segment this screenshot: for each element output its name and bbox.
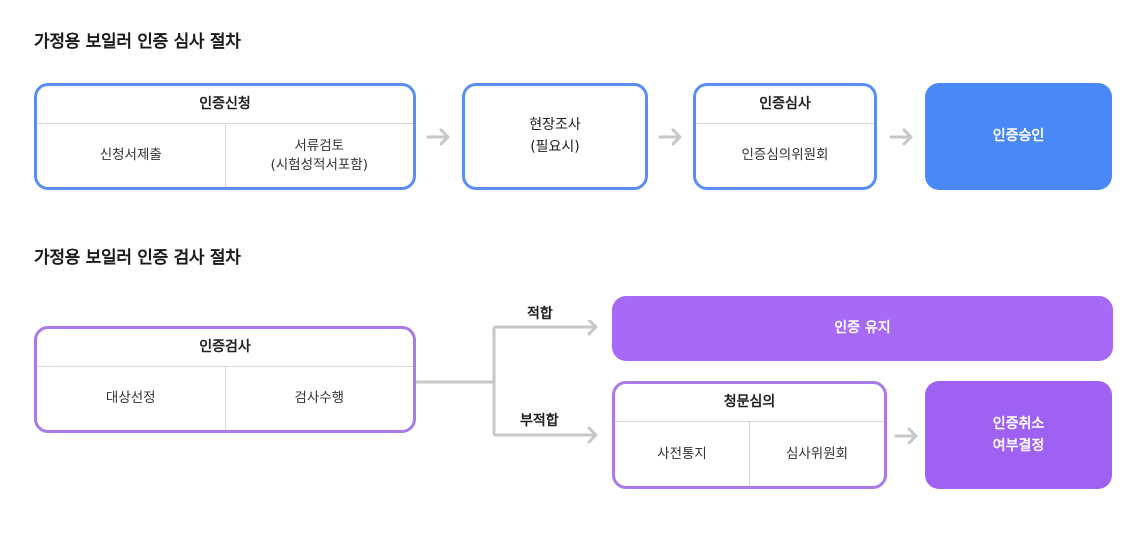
prior-notice-step: 사전통지 bbox=[657, 445, 707, 462]
branch-fail-label: 부적합 bbox=[520, 413, 559, 429]
target-selection-step: 대상선정 bbox=[105, 390, 156, 407]
document-review-step: 서류검토 (시험성적서포함) bbox=[224, 124, 414, 187]
arrow-right-icon bbox=[889, 128, 913, 146]
cancel-decision-box: 인증취소 여부결정 bbox=[925, 381, 1112, 489]
arrow-right-icon bbox=[658, 128, 682, 146]
branch-pass-label: 적합 bbox=[527, 306, 553, 322]
maintain-box: 인증 유지 bbox=[612, 296, 1113, 361]
inspection-box-title: 인증검사 bbox=[37, 329, 413, 367]
branch-connector bbox=[416, 320, 598, 444]
hearing-title: 청문심의 bbox=[615, 384, 884, 422]
arrow-right-icon bbox=[894, 427, 918, 445]
inspection-box: 인증검사 대상선정 검사수행 bbox=[34, 326, 416, 433]
hearing-box: 청문심의 사전통지 심사위원회 bbox=[612, 381, 887, 489]
submit-application-step: 신청서제출 bbox=[99, 147, 162, 164]
site-survey-label: 현장조사 (필요시) bbox=[529, 116, 581, 155]
review-box: 인증심사 인증심의위원회 bbox=[693, 83, 877, 190]
review-title: 인증심사 bbox=[696, 86, 874, 124]
approval-box: 인증승인 bbox=[925, 83, 1112, 190]
perform-inspection-step: 검사수행 bbox=[224, 367, 414, 430]
review-committee-step: 인증심의위원회 bbox=[741, 147, 829, 164]
committee-step: 심사위원회 bbox=[749, 422, 884, 486]
site-survey-box: 현장조사 (필요시) bbox=[462, 83, 648, 190]
application-title: 인증신청 bbox=[37, 86, 413, 124]
application-box: 인증신청 신청서제출 서류검토 (시험성적서포함) bbox=[34, 83, 416, 190]
certification-title: 가정용 보일러 인증 심사 절차 bbox=[34, 32, 241, 52]
arrow-right-icon bbox=[426, 128, 450, 146]
inspection-title: 가정용 보일러 인증 검사 절차 bbox=[34, 248, 241, 268]
